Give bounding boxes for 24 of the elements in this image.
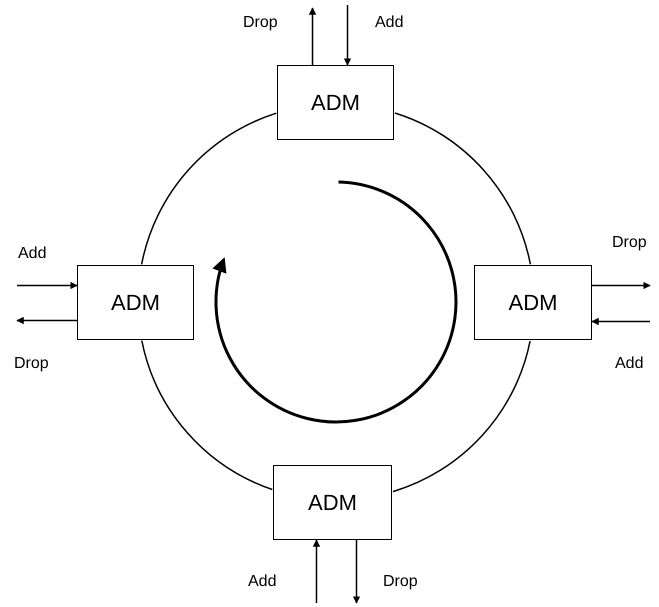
node-label: ADM: [308, 490, 357, 516]
arrow: [308, 7, 316, 65]
arrow: [591, 318, 650, 326]
arrow: [352, 540, 360, 604]
node-label: ADM: [111, 290, 160, 316]
process-box: [77, 265, 194, 340]
edge-label: Drop: [243, 14, 278, 32]
arrow: [592, 282, 651, 290]
process-box: [474, 265, 592, 340]
arrow: [17, 282, 78, 290]
edge-label: Drop: [383, 573, 418, 591]
edge-label: Drop: [14, 355, 49, 373]
process-box: [277, 65, 394, 140]
node-label: ADM: [311, 90, 360, 116]
arrow: [344, 5, 352, 66]
arrow: [16, 316, 77, 324]
process-box: [273, 465, 392, 540]
ring-line: [141, 340, 273, 490]
ring-line: [392, 340, 531, 492]
node-label: ADM: [508, 290, 558, 316]
edge-label: Drop: [612, 234, 647, 252]
ring-line: [140, 112, 277, 265]
ring-line: [394, 112, 532, 264]
arrow: [312, 539, 320, 603]
